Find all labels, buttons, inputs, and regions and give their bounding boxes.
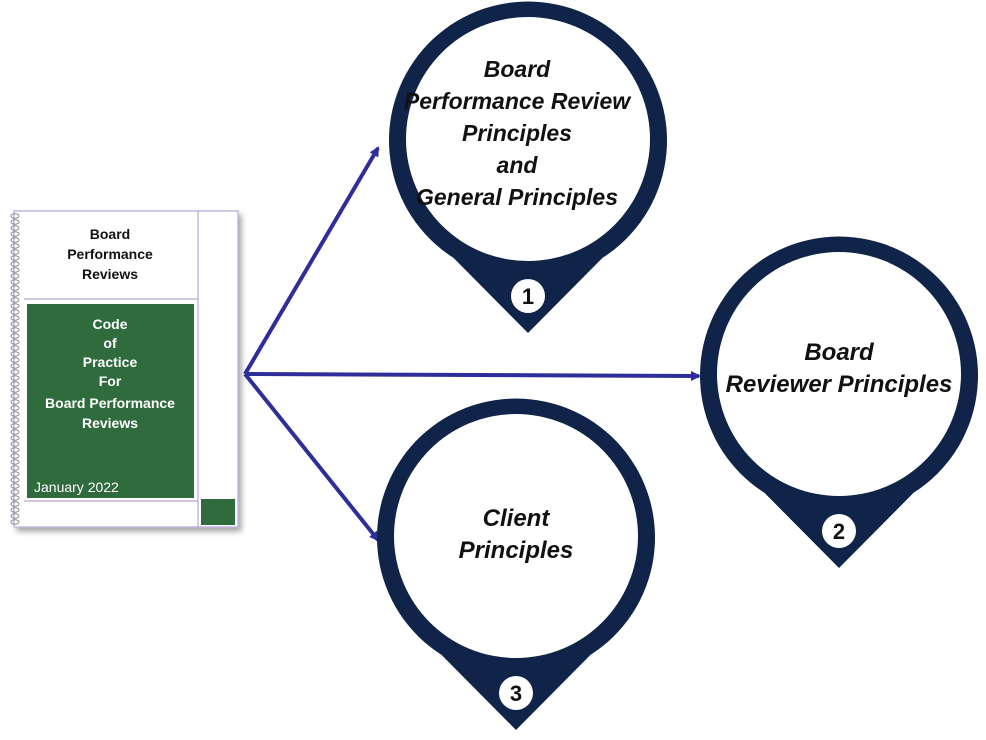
- spiral-coil: [10, 345, 20, 351]
- pin-label-line: General Principles: [416, 184, 618, 210]
- spiral-coil: [10, 333, 20, 339]
- arrow-to-pin-1: [243, 146, 380, 376]
- spiral-coil: [10, 429, 20, 435]
- spiral-coil: [10, 519, 20, 525]
- document-cover-line: Code: [93, 316, 128, 332]
- spiral-coil: [10, 453, 20, 459]
- document-corner-tab: [201, 499, 235, 525]
- spiral-coil: [10, 249, 20, 255]
- spiral-coil: [10, 351, 20, 357]
- spiral-coil: [10, 381, 20, 387]
- spiral-coil: [10, 447, 20, 453]
- pin-label-line: Board: [804, 339, 875, 366]
- spiral-coil: [10, 225, 20, 231]
- spiral-coil: [10, 309, 20, 315]
- spiral-coil: [10, 243, 20, 249]
- document-cover-line: Practice: [83, 354, 138, 370]
- spiral-coil: [10, 285, 20, 291]
- pin-2: 2 Board Reviewer Principles: [700, 236, 978, 568]
- spiral-coil: [10, 399, 20, 405]
- code-of-practice-document: Board Performance Reviews Code of Practi…: [10, 210, 239, 528]
- spiral-coil: [10, 267, 20, 273]
- pin-label-line: Reviewer Principles: [726, 371, 953, 398]
- pin-inner-circle: [394, 414, 638, 658]
- spiral-coil: [10, 471, 20, 477]
- spiral-coil: [10, 459, 20, 465]
- pin-number-circle: [511, 279, 545, 313]
- document-cover-panel: [27, 304, 194, 498]
- spiral-coil: [10, 213, 20, 219]
- spiral-coil: [10, 315, 20, 321]
- spiral-coil: [10, 231, 20, 237]
- document-title-line: Performance: [67, 246, 153, 262]
- spiral-coil: [10, 417, 20, 423]
- pin-number-circle: [822, 514, 856, 548]
- pin-number: 1: [522, 284, 534, 309]
- pin-inner-circle: [406, 17, 650, 261]
- spiral-coil: [10, 423, 20, 429]
- spiral-coil: [10, 357, 20, 363]
- spiral-coil: [10, 393, 20, 399]
- pin-3: 3 Client Principles: [376, 398, 655, 730]
- spiral-coil: [10, 327, 20, 333]
- pin-label-line: Principles: [462, 120, 572, 146]
- spiral-coil: [10, 273, 20, 279]
- pin-label-line: and: [497, 152, 539, 178]
- spiral-coil: [10, 237, 20, 243]
- document-title-line: Board: [90, 226, 130, 242]
- pin-label-line: Client: [483, 505, 551, 532]
- spiral-coil: [10, 495, 20, 501]
- pin-number: 2: [833, 519, 845, 544]
- connector-arrows: [243, 146, 701, 542]
- document-date: January 2022: [34, 479, 119, 495]
- spiral-coil: [10, 465, 20, 471]
- spiral-coil: [10, 303, 20, 309]
- spiral-coil: [10, 441, 20, 447]
- pin-inner-circle: [717, 252, 961, 496]
- document-cover-line: For: [99, 373, 122, 389]
- document-title-line: Reviews: [82, 266, 138, 282]
- spiral-coil: [10, 363, 20, 369]
- spiral-coil: [10, 435, 20, 441]
- spiral-coil: [10, 405, 20, 411]
- spiral-coil: [10, 255, 20, 261]
- spiral-binding: [10, 213, 20, 525]
- pin-label-line: Board: [484, 56, 551, 82]
- pin-number: 3: [510, 681, 522, 706]
- document-cover-line: of: [103, 335, 117, 351]
- document-cover-line: Board Performance: [45, 395, 175, 411]
- arrow-to-pin-3: [243, 372, 380, 542]
- spiral-coil: [10, 339, 20, 345]
- spiral-coil: [10, 477, 20, 483]
- pin-label-line: Performance Review: [404, 88, 632, 114]
- arrow-to-pin-2: [244, 370, 701, 381]
- spiral-coil: [10, 513, 20, 519]
- spiral-coil: [10, 375, 20, 381]
- spiral-coil: [10, 297, 20, 303]
- spiral-coil: [10, 279, 20, 285]
- pin-1: 1 Board Performance Review Principles an…: [389, 1, 667, 334]
- pin-label-line: Principles: [459, 537, 574, 564]
- spiral-coil: [10, 387, 20, 393]
- spiral-coil: [10, 501, 20, 507]
- spiral-coil: [10, 261, 20, 267]
- spiral-coil: [10, 219, 20, 225]
- document-cover-line: Reviews: [82, 415, 138, 431]
- spiral-coil: [10, 321, 20, 327]
- pin-number-circle: [499, 676, 533, 710]
- spiral-coil: [10, 291, 20, 297]
- spiral-coil: [10, 411, 20, 417]
- spiral-coil: [10, 369, 20, 375]
- spiral-coil: [10, 483, 20, 489]
- spiral-coil: [10, 489, 20, 495]
- spiral-coil: [10, 507, 20, 513]
